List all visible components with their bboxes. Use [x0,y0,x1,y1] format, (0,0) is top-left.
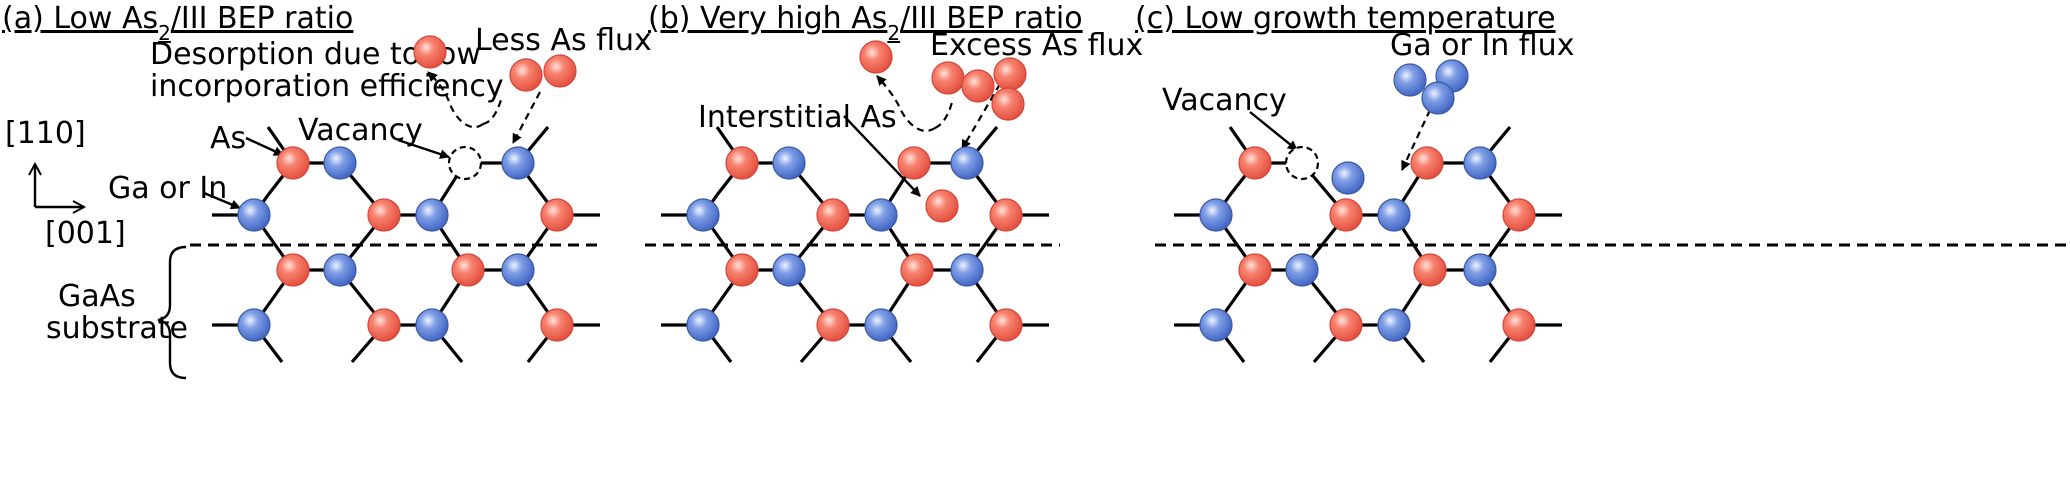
ga-in-atom [864,308,898,342]
ga-in-atom [323,146,357,180]
less-as-flux-label: Less As flux [475,23,652,58]
ga-in-atom [1377,198,1411,232]
as-flux-atom [509,58,543,92]
ga-in-atom [950,253,984,287]
as-flux-atom [993,57,1027,91]
as-atom [1502,198,1536,232]
ga-in-atom [323,253,357,287]
as-atom [989,308,1023,342]
ga-in-atom [501,253,535,287]
ga-in-atom [1285,253,1319,287]
as-atom [725,146,759,180]
ga-in-atom [1377,308,1411,342]
as-atom [725,253,759,287]
ga-in-atom [686,308,720,342]
annotation-arrows [203,71,1431,210]
desorbed-as-atom [413,35,447,69]
ga-in-atom [950,146,984,180]
as-atom [897,146,931,180]
ga-in-atom [864,198,898,232]
as-atom [367,198,401,232]
interstitial-as-label: Interstitial As [698,100,897,135]
as-atom [1502,308,1536,342]
panel-c-title: (c) Low growth temperature [1135,1,1556,36]
panel-a-title: (a) Low As2/III BEP ratio [2,1,353,45]
as-flux-atom [991,87,1025,121]
ga-in-atom [1463,253,1497,287]
excess-as-flux-label: Excess As flux [930,28,1143,63]
axis-arrows [35,164,84,207]
ga-in-flux-atom [1421,81,1455,115]
as-atom [816,198,850,232]
as-atom [276,146,310,180]
ga-in-atom [415,308,449,342]
as-atom [816,308,850,342]
desorbed-as-atom [859,40,893,74]
as-atom [900,253,934,287]
ga-in-atom [237,308,271,342]
as-atom [451,253,485,287]
vacancy-label-c: Vacancy [1162,83,1287,118]
as-atom [540,308,574,342]
substrate-label-line1: GaAs [58,279,136,314]
axis-001-label: [001] [45,216,126,251]
as-atom [1238,146,1272,180]
as-flux-atom [931,61,965,95]
as-atom [989,198,1023,232]
as-flux-atom [961,69,995,103]
as-atom [276,253,310,287]
substrate-brace [157,245,187,380]
ga-in-atom [1199,198,1233,232]
vacancy-site [447,145,483,181]
as-label: As [210,121,246,156]
ga-in-atom [772,253,806,287]
as-atom [1329,308,1363,342]
ga-in-atom [501,146,535,180]
ga-in-atom [415,198,449,232]
ga-in-adatom [1331,161,1365,195]
vacancy-site [1284,145,1320,181]
ga-in-atom [772,146,806,180]
ga-in-atom [686,198,720,232]
interstitial-as-atom [925,189,959,223]
panel-b-title: (b) Very high As2/III BEP ratio [648,1,1083,45]
as-atom [1238,253,1272,287]
ga-in-atom [237,198,271,232]
atoms [237,35,1536,342]
ga-in-atom [1463,146,1497,180]
axis-110-label: [110] [5,116,86,151]
ga-in-flux-atom [1393,63,1427,97]
ga-in-flux-label: Ga or In flux [1390,28,1574,63]
as-atom [1329,198,1363,232]
as-atom [1413,253,1447,287]
ga-in-label: Ga or In [108,171,227,206]
ga-in-atom [1199,308,1233,342]
desorption-label-line2: incorporation efficiency [150,69,504,104]
as-atom [540,198,574,232]
as-atom [1410,146,1444,180]
as-atom [367,308,401,342]
as-flux-atom [543,54,577,88]
